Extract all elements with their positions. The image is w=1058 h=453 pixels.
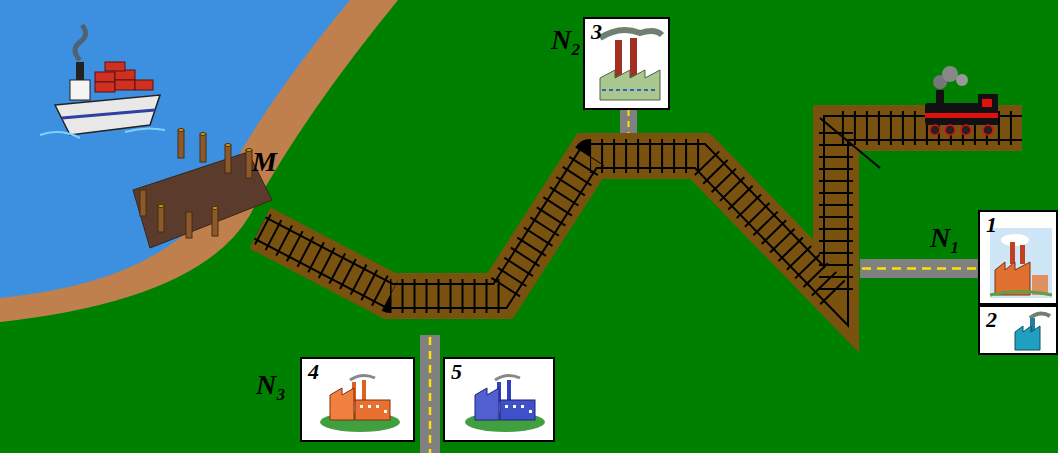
place-label: N₂	[551, 26, 581, 54]
callout-number: 2	[986, 309, 997, 331]
callout-number: 5	[451, 361, 462, 383]
factory-icon	[1015, 313, 1050, 350]
place-label: N₃	[256, 371, 286, 399]
factory-box-grounds	[300, 17, 1058, 442]
locomotive	[925, 66, 998, 135]
callout-number: 4	[308, 361, 319, 383]
factory-box: 3	[583, 17, 670, 110]
factory-icon	[465, 375, 545, 432]
factory-box: 5	[443, 357, 555, 442]
factory-icon	[600, 30, 662, 100]
factory-icon	[320, 375, 400, 432]
railway-track	[260, 118, 1022, 296]
factory-box: 2	[978, 305, 1058, 355]
callout-number: 1	[986, 214, 997, 236]
place-label: M	[252, 148, 277, 176]
place-label: N₁	[930, 224, 960, 252]
pier-posts	[140, 129, 252, 239]
factory-box: 4	[300, 357, 415, 442]
container-ship	[40, 25, 165, 138]
factory-icon	[990, 228, 1052, 298]
factory-box: 1	[978, 210, 1058, 305]
callout-number: 3	[591, 21, 602, 43]
